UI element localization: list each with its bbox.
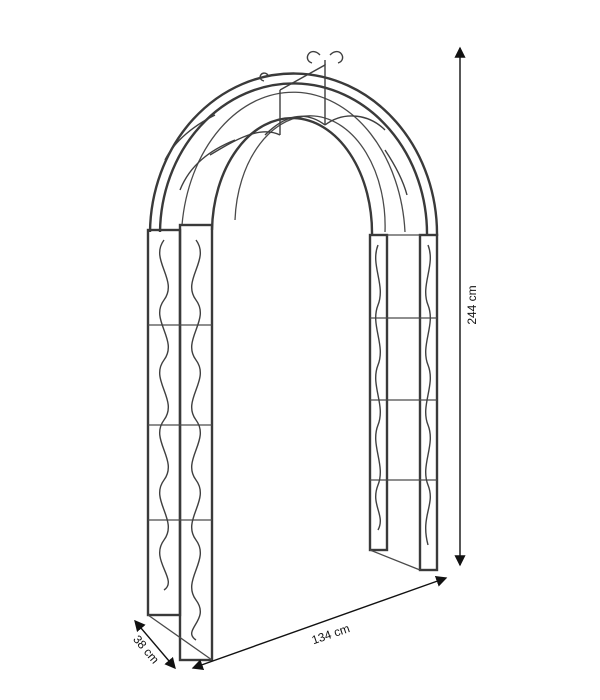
depth-dimension: 38 cm <box>130 619 176 670</box>
width-dimension: 134 cm <box>191 576 448 670</box>
depth-arrow <box>134 619 176 670</box>
width-label: 134 cm <box>310 621 352 647</box>
post-scrollwork <box>158 114 432 641</box>
height-label: 244 cm <box>465 285 479 324</box>
arch-frame <box>146 50 439 662</box>
height-dimension: 244 cm <box>454 46 479 567</box>
width-arrow <box>191 576 448 670</box>
depth-label: 38 cm <box>130 632 162 666</box>
